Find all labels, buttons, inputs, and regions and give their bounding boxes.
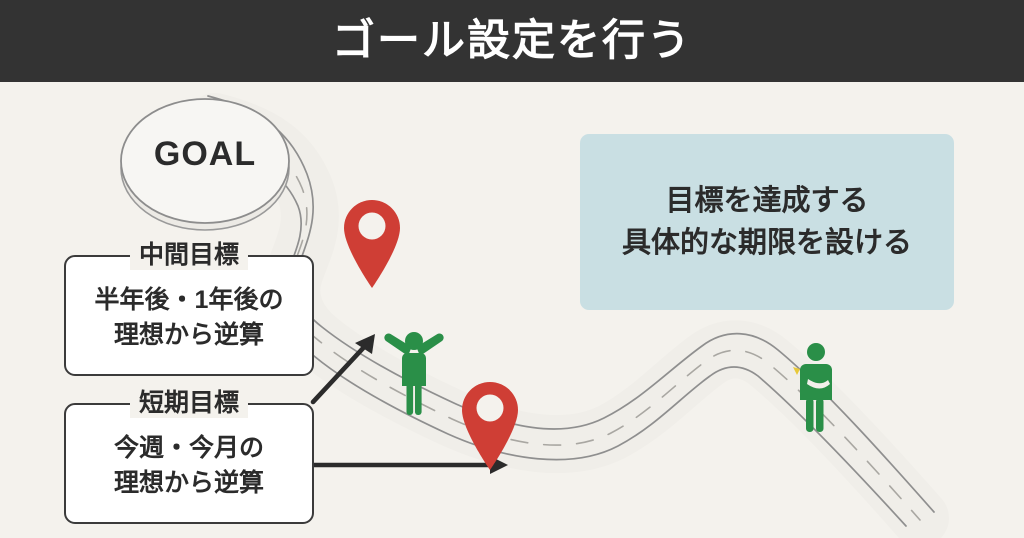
info-panel-text: 目標を達成する 具体的な期限を設ける [622,180,912,264]
callout-mid-term-body-line-2: 理想から逆算 [113,320,264,349]
trail-accent-icon [793,367,800,375]
header-bar: ゴール設定を行う [0,0,1024,82]
callout-short-term-title: 短期目標 [129,388,249,418]
callout-mid-term-title: 中間目標 [129,240,249,270]
callout-mid-term-body: 半年後・1年後の 理想から逆算 [66,283,312,352]
mid-term-pin [344,200,400,288]
callout-short-term-body: 今週・今月の 理想から逆算 [66,431,312,500]
celebrating-person-icon [384,332,444,415]
roadmap-illustration [0,82,1024,538]
callout-mid-term-body-line-1: 半年後・1年後の [94,286,284,314]
walking-person-icon [800,343,832,432]
info-panel-line-1: 目標を達成する [665,184,869,217]
info-panel-line-2: 具体的な期限を設ける [621,227,912,259]
mid-term-arrow [310,334,375,405]
callout-mid-term-goal: 中間目標 半年後・1年後の 理想から逆算 [64,240,314,376]
callout-short-term-goal: 短期目標 今週・今月の 理想から逆算 [64,388,314,524]
short-term-pin [462,382,518,470]
info-panel: 目標を達成する 具体的な期限を設ける [580,134,954,310]
page-title: ゴール設定を行う [332,16,692,65]
callout-short-term-body-line-2: 理想から逆算 [113,468,264,497]
callout-short-term-body-line-1: 今週・今月の [113,434,264,462]
